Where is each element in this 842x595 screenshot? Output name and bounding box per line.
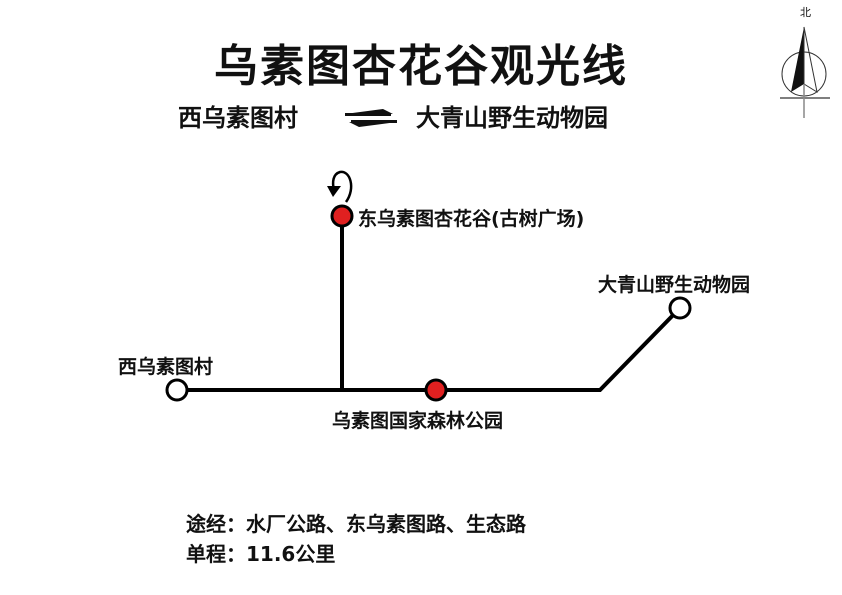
stop-label-wildlife-park: 大青山野生动物园: [598, 274, 751, 296]
subtitle-from: 西乌素图村: [178, 104, 298, 132]
stop-marker-wildlife-park[interactable]: [668, 296, 692, 320]
compass-north-label: 北: [800, 6, 811, 19]
bidirectional-arrows-icon: [343, 106, 399, 134]
route-via: 途经：水厂公路、东乌素图路、生态路: [186, 512, 526, 536]
stop-marker-forest-park[interactable]: [424, 378, 448, 402]
stop-marker-xi-wusutu[interactable]: [165, 378, 189, 402]
stop-label-xi-wusutu: 西乌素图村: [118, 356, 214, 378]
route-distance: 单程：11.6公里: [186, 542, 336, 566]
route-title: 乌素图杏花谷观光线: [214, 41, 628, 92]
turnaround-arrow-icon: [327, 170, 353, 203]
route-subtitle: 西乌素图村 大青山野生动物园: [178, 98, 678, 134]
stop-label-forest-park: 乌素图国家森林公园: [332, 410, 504, 432]
north-arrow-icon: 北: [772, 2, 836, 122]
stop-label-gucun-square: 东乌素图杏花谷(古树广场): [358, 208, 585, 230]
subtitle-to: 大青山野生动物园: [416, 104, 608, 132]
stop-marker-gucun-square[interactable]: [330, 204, 354, 228]
